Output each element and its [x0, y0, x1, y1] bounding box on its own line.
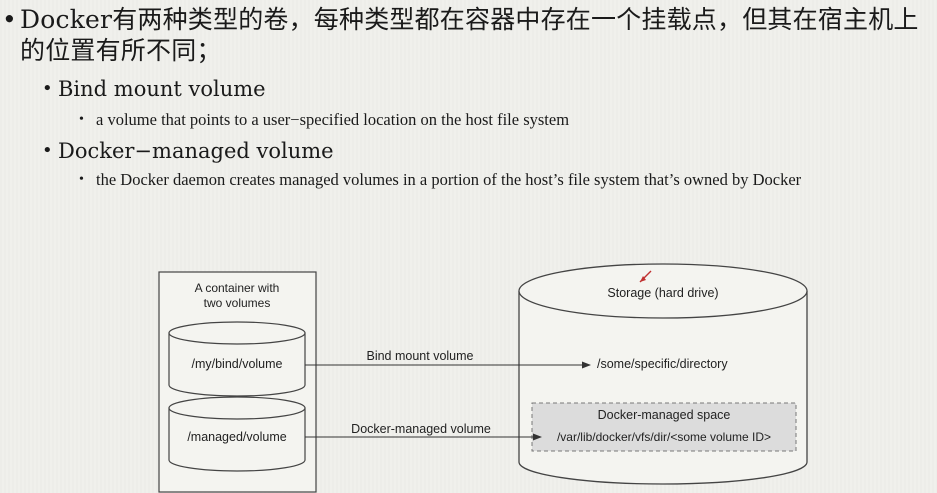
container-title-line1: A container with	[195, 281, 280, 295]
pen-cursor-icon	[639, 270, 652, 283]
bind-mount-desc: a volume that points to a user−specified…	[96, 110, 570, 129]
specific-directory-label: /some/specific/directory	[597, 357, 728, 371]
managed-volume-title: Docker−managed volume	[58, 139, 334, 163]
bullet-dot: •	[79, 172, 84, 187]
main-bullet-text: Docker有两种类型的卷，每种类型都在容器中存在一个挂载点，但其在宿主机上的位…	[20, 5, 919, 65]
bind-volume-label: /my/bind/volume	[191, 357, 282, 371]
managed-path-label: /var/lib/docker/vfs/dir/<some volume ID>	[557, 430, 771, 444]
bind-mount-title: Bind mount volume	[58, 77, 266, 101]
bullet-dot: •	[42, 140, 53, 161]
container-title-line2: two volumes	[204, 296, 271, 310]
bullet-dot: •	[79, 112, 84, 127]
storage-label: Storage (hard drive)	[607, 286, 718, 300]
bind-mount-arrow-label: Bind mount volume	[366, 349, 473, 363]
managed-space-box	[531, 402, 797, 452]
bullet-dot: •	[2, 5, 17, 34]
managed-volume-cylinder: /managed/volume	[168, 396, 306, 472]
bind-volume-cylinder: /my/bind/volume	[168, 321, 306, 397]
bullet-dot: •	[42, 78, 53, 99]
managed-volume-label: /managed/volume	[187, 430, 286, 444]
managed-volume-arrow-label: Docker-managed volume	[351, 422, 491, 436]
managed-space-label: Docker-managed space	[598, 408, 731, 422]
managed-volume-desc: the Docker daemon creates managed volume…	[96, 170, 802, 189]
